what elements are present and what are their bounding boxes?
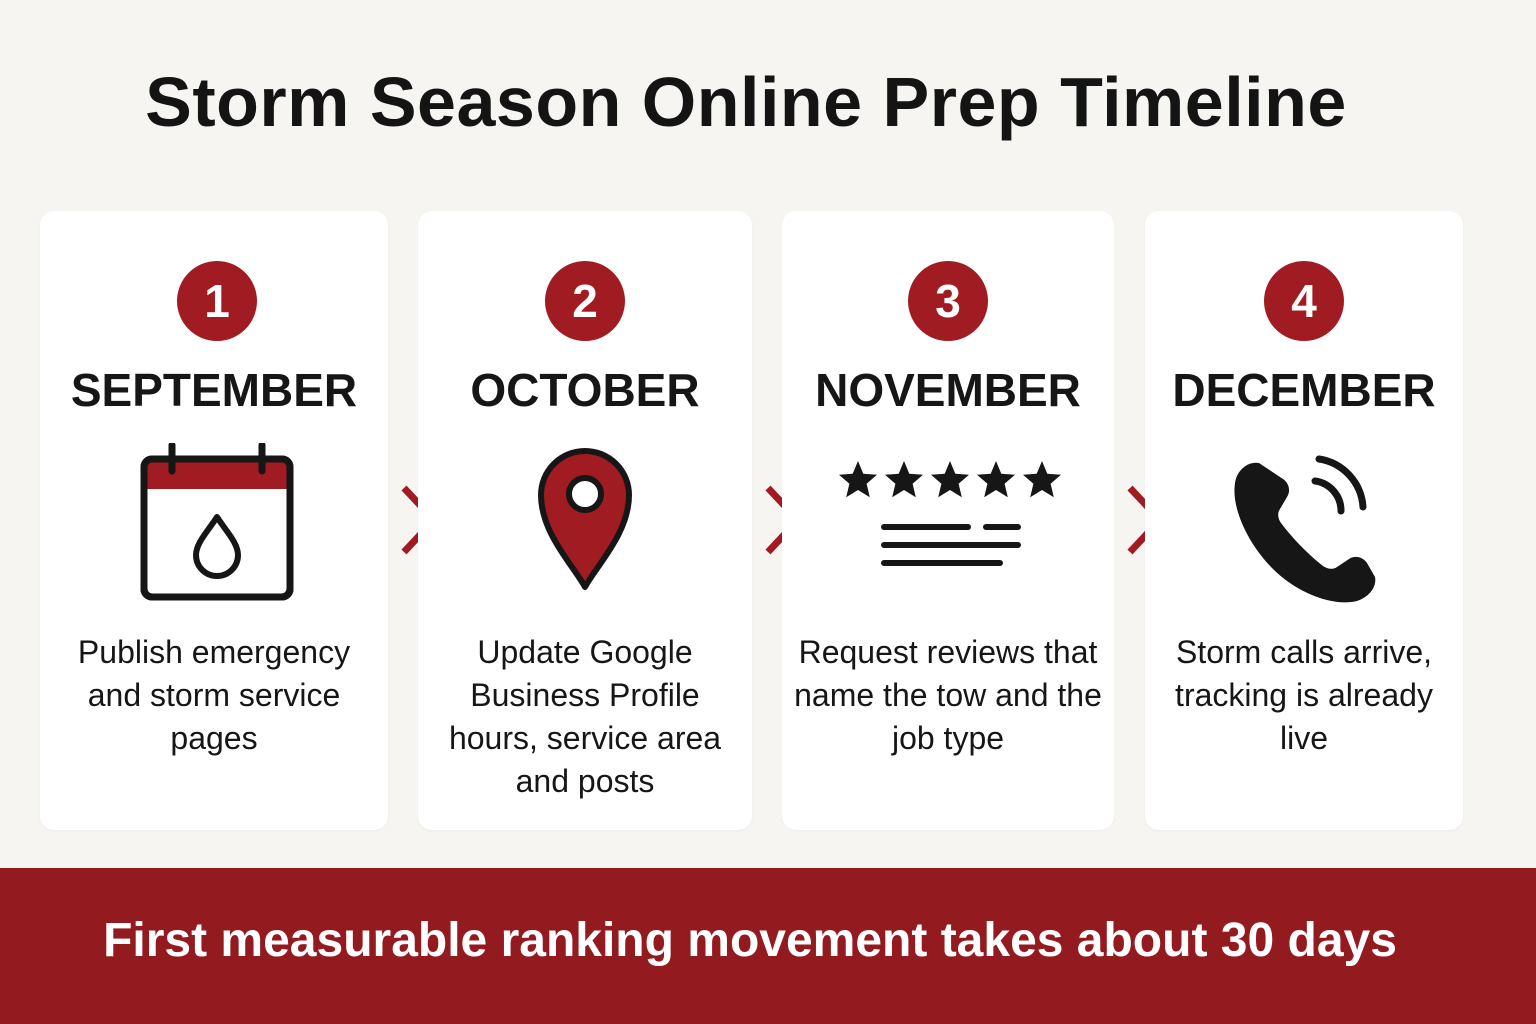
step-number-badge: 4 — [1264, 261, 1344, 341]
step-number-badge: 1 — [177, 261, 257, 341]
step-description: Request reviews that name the tow and th… — [794, 634, 1102, 756]
step-description: Storm calls arrive, tracking is already … — [1175, 634, 1433, 756]
step-number-badge: 3 — [908, 261, 988, 341]
timeline-card-november: 3 NOVEMBER Request reviews that name the… — [782, 211, 1114, 830]
calendar-drop-icon — [140, 441, 295, 608]
footer-banner: First measurable ranking movement takes … — [0, 868, 1536, 1024]
step-month: NOVEMBER — [815, 364, 1081, 416]
timeline-card-december: 4 DECEMBER Storm calls arrive, tracking … — [1145, 211, 1463, 830]
banner-text: First measurable ranking movement takes … — [103, 914, 1397, 967]
step-description: Update Google Business Profile hours, se… — [448, 634, 722, 799]
map-pin-icon — [537, 447, 633, 598]
step-month: OCTOBER — [470, 364, 700, 416]
step-month: SEPTEMBER — [70, 364, 358, 416]
timeline-card-september: 1 SEPTEMBER Publish emergency and storm … — [40, 211, 388, 830]
step-description: Publish emergency and storm service page… — [77, 634, 351, 756]
timeline-card-october: 2 OCTOBER Update Google Business Profile… — [418, 211, 752, 830]
phone-ringing-icon — [1229, 447, 1379, 612]
step-number-badge: 2 — [545, 261, 625, 341]
five-star-review-icon — [834, 457, 1068, 594]
page-title: Storm Season Online Prep Timeline — [145, 63, 1347, 141]
step-month: DECEMBER — [1172, 364, 1436, 416]
